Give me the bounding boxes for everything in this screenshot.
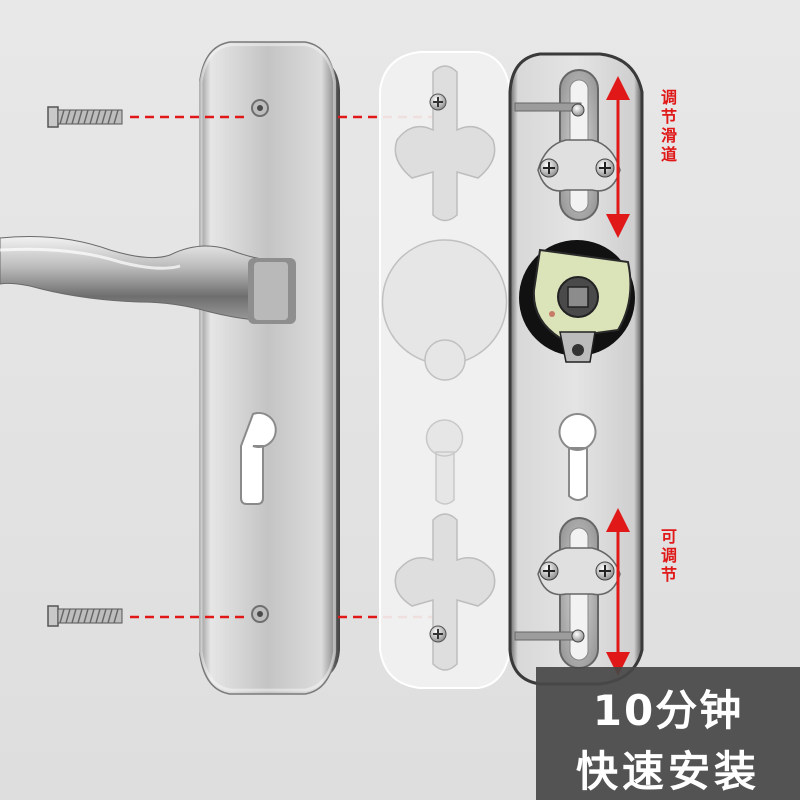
template-screw-bottom (429, 625, 447, 643)
template-keyhole (425, 419, 464, 505)
template-cross-slot-top (394, 65, 496, 222)
banner-line-2: 快速安装 (575, 747, 760, 796)
spindle-cam-assembly (519, 240, 635, 363)
adjustable-label: 可调节 (660, 527, 677, 584)
plate-face (199, 41, 336, 695)
adjust-slide-label: 调节滑道 (660, 88, 677, 164)
banner-line-1: 10分钟 (592, 686, 744, 735)
template-screw-top (429, 93, 447, 111)
top-adjust-slider (514, 69, 621, 221)
template-cross-slot-bottom (394, 513, 496, 671)
front-handle-plate (199, 41, 340, 695)
screw-bottom-icon (47, 605, 123, 627)
install-time-banner: 10分钟 快速安装 (536, 667, 800, 800)
bottom-adjust-slider (514, 517, 621, 669)
back-mechanism-plate (508, 52, 644, 686)
plate-keyhole (240, 412, 277, 505)
lever-handle (0, 236, 296, 324)
back-plate-keyhole (558, 413, 597, 501)
plate-screw-hole-top (251, 99, 269, 117)
screw-top-icon (47, 106, 123, 128)
mounting-template-plate (379, 51, 511, 689)
plate-screw-hole-bottom (251, 605, 269, 623)
